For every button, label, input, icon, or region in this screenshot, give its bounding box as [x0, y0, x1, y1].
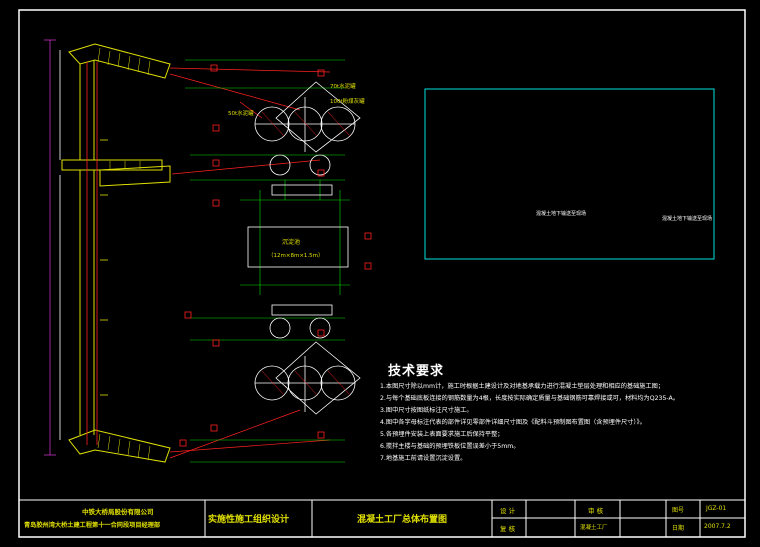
- note-item: 3.图中尺寸按图纸标注尺寸施工。: [380, 407, 473, 414]
- note-item: 2.与每个基础底板连接的钢筋数量为4根，长度按实际确定质量与基础钢筋可靠焊接或可…: [380, 395, 679, 402]
- title-block-company-2: 青岛胶州湾大桥土建工程第十一合同段项目经理部: [24, 522, 161, 529]
- title-block-design: 设 计: [500, 507, 516, 515]
- yellow-ticks: [100, 139, 108, 396]
- belt-center-lines: [86, 62, 98, 445]
- note-item: 5.各预埋件安装上表面要求施工后保持平整；: [380, 431, 504, 438]
- drawing-frame: [18, 9, 746, 538]
- label-silo-cement-2: 100t粉煤灰罐: [330, 99, 365, 105]
- title-block-drawing-title: 混凝土工厂总体布置图: [357, 515, 448, 525]
- silo-group-bottom: [254, 341, 361, 415]
- settling-tank-box: [247, 226, 349, 268]
- note-item: 4.图中各字母标注代表的部件详见零部件详细尺寸图及《配料斗预制图布置图（含预埋件…: [380, 419, 646, 426]
- cyan-area-boundary: [424, 88, 715, 260]
- title-block-check: 审 核: [588, 507, 604, 515]
- title-block-review: 复 核: [500, 525, 516, 533]
- silo-hatch: [261, 111, 351, 396]
- title-block-section: 实施性施工组织设计: [208, 515, 290, 525]
- mixer-units: [269, 154, 333, 339]
- conveyor-structures: [61, 43, 171, 463]
- red-feed-lines: [169, 67, 331, 459]
- title-block: [19, 499, 745, 537]
- label-settling-tank-dim: （12m×8m×1.5m）: [268, 253, 324, 259]
- title-block-date-label: 日期: [672, 525, 685, 532]
- label-silo-left: 50t水泥罐: [228, 111, 254, 117]
- label-silo-cement-1: 70t水泥罐: [330, 84, 356, 90]
- green-grid-lines: [185, 59, 350, 463]
- note-item: 1.本图尺寸除以mm计，施工时根据土建设计及对地基承载力进行混凝土垫层处理和相应…: [380, 383, 665, 390]
- red-markers: [179, 64, 372, 447]
- title-block-name: 混凝土工厂: [580, 525, 608, 531]
- magenta-lines: [44, 39, 56, 456]
- title-block-no-value: JGZ-01: [706, 505, 727, 512]
- conveyor-hatching: [97, 47, 151, 461]
- label-cyan-left: 混凝土地下输送至现场: [536, 211, 587, 217]
- notes-title: 技术要求: [388, 364, 445, 379]
- note-item: 7.地基施工前请设置沉淀设置。: [380, 455, 467, 462]
- title-block-date-value: 2007.7.2: [704, 523, 731, 530]
- title-block-company-1: 中铁大桥局股份有限公司: [82, 508, 154, 516]
- silo-group-top: [254, 81, 361, 153]
- label-settling-tank: 沉淀池: [282, 239, 301, 246]
- note-item: 6.搅拌主楼与基础的预埋铁板位置误差小于5mm。: [380, 443, 520, 450]
- title-block-no-label: 图号: [672, 507, 685, 514]
- label-cyan-right: 混凝土地下输送至现场: [662, 216, 713, 222]
